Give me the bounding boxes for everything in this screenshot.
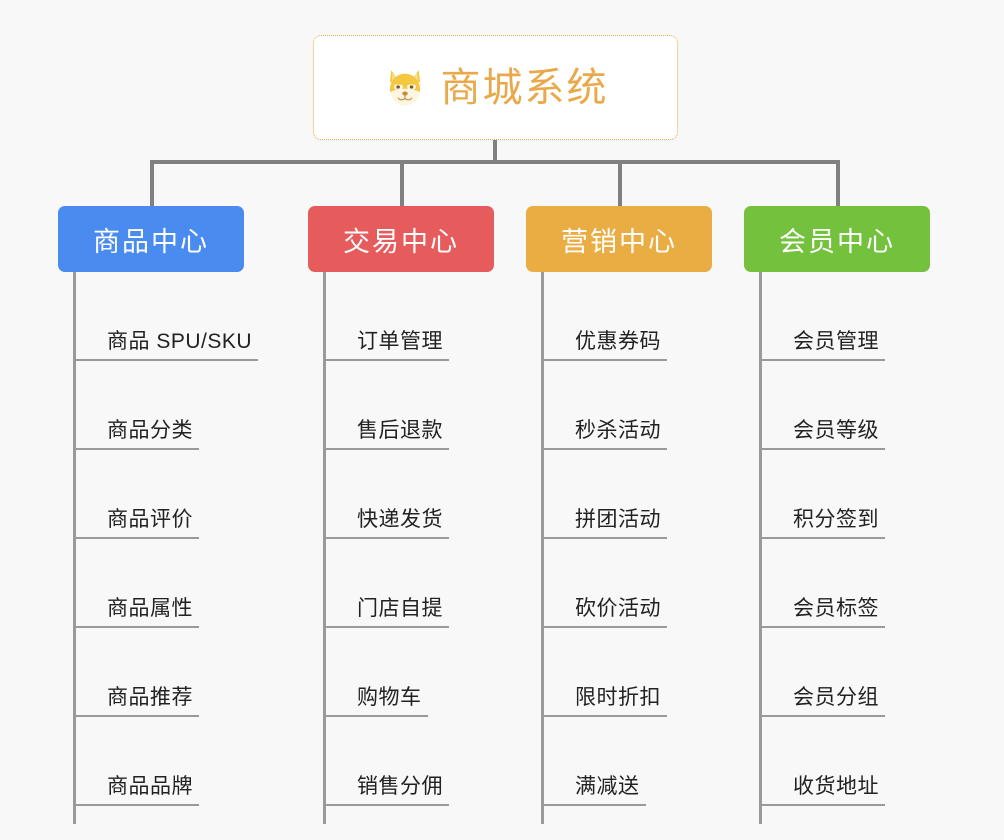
leaf-label: 购物车 [357,685,422,709]
branch-products: 商品中心 [58,206,258,272]
list-item[interactable]: 商品评价 [73,450,303,539]
branch-marketing: 营销中心 [526,206,726,272]
leaf-label: 快递发货 [357,507,443,531]
branch-head-marketing[interactable]: 营销中心 [526,206,712,272]
spine-marketing [541,272,544,824]
leaf-label: 优惠券码 [575,329,661,353]
branch-head-member[interactable]: 会员中心 [744,206,930,272]
leaf-label: 积分签到 [793,507,879,531]
leaf-label: 会员分组 [793,685,879,709]
dog-face-icon [383,66,427,110]
root-node-content: 商城系统 [383,66,609,110]
branch-head-label: 交易中心 [343,226,459,257]
leaf-label: 拼团活动 [575,507,661,531]
branch-trade: 交易中心 [308,206,508,272]
spine-member [759,272,762,824]
spine-products [73,272,76,824]
list-item[interactable]: 拼团活动 [541,450,771,539]
list-item[interactable]: 商品 SPU/SKU [73,272,303,361]
list-item[interactable]: 快递发货 [323,450,553,539]
root-node-card[interactable]: 商城系统 [313,35,678,140]
leaf-label: 商品 SPU/SKU [107,329,253,353]
leaf-label: 销售分佣 [357,774,443,798]
leaf-label: 商品推荐 [107,685,193,709]
list-item[interactable]: 会员管理 [759,272,989,361]
list-item[interactable]: 商品推荐 [73,628,303,717]
leaf-label: 商品属性 [107,596,193,620]
connector-drop-4 [836,160,840,208]
leaf-label: 砍价活动 [575,596,661,620]
connector-drop-1 [150,160,154,208]
leaf-list-marketing: 优惠券码 秒杀活动 拼团活动 砍价活动 限时折扣 满减送 [541,272,771,806]
branch-member: 会员中心 [744,206,944,272]
list-item[interactable]: 限时折扣 [541,628,771,717]
list-item[interactable]: 商品分类 [73,361,303,450]
branch-head-label: 商品中心 [93,226,209,257]
list-item[interactable]: 会员分组 [759,628,989,717]
list-item[interactable]: 优惠券码 [541,272,771,361]
leaf-label: 门店自提 [357,596,443,620]
leaf-label: 商品评价 [107,507,193,531]
connector-root-stem [493,140,497,164]
list-item[interactable]: 购物车 [323,628,553,717]
leaf-list-member: 会员管理 会员等级 积分签到 会员标签 会员分组 收货地址 [759,272,989,806]
leaf-label: 会员标签 [793,596,879,620]
list-item[interactable]: 商品品牌 [73,717,303,806]
branch-head-label: 会员中心 [779,226,895,257]
list-item[interactable]: 会员标签 [759,539,989,628]
leaf-label: 订单管理 [357,329,443,353]
leaf-label: 商品分类 [107,418,193,442]
leaf-label: 限时折扣 [575,685,661,709]
branch-head-label: 营销中心 [561,226,677,257]
spine-trade [323,272,326,824]
leaf-label: 售后退款 [357,418,443,442]
page-title: 商城系统 [440,65,609,110]
connector-drop-2 [400,160,404,208]
list-item[interactable]: 订单管理 [323,272,553,361]
connector-drop-3 [618,160,622,208]
branch-head-products[interactable]: 商品中心 [58,206,244,272]
leaf-label: 满减送 [575,774,640,798]
branch-head-trade[interactable]: 交易中心 [308,206,494,272]
list-item[interactable]: 积分签到 [759,450,989,539]
list-item[interactable]: 会员等级 [759,361,989,450]
list-item[interactable]: 门店自提 [323,539,553,628]
list-item[interactable]: 满减送 [541,717,771,806]
list-item[interactable]: 商品属性 [73,539,303,628]
list-item[interactable]: 秒杀活动 [541,361,771,450]
leaf-label: 商品品牌 [107,774,193,798]
list-item[interactable]: 售后退款 [323,361,553,450]
leaf-label: 会员等级 [793,418,879,442]
list-item[interactable]: 销售分佣 [323,717,553,806]
leaf-list-trade: 订单管理 售后退款 快递发货 门店自提 购物车 销售分佣 [323,272,553,806]
list-item[interactable]: 砍价活动 [541,539,771,628]
leaf-label: 收货地址 [793,774,879,798]
connector-horizontal-bus [150,160,838,164]
leaf-list-products: 商品 SPU/SKU 商品分类 商品评价 商品属性 商品推荐 商品品牌 [73,272,303,806]
list-item[interactable]: 收货地址 [759,717,989,806]
leaf-label: 秒杀活动 [575,418,661,442]
leaf-label: 会员管理 [793,329,879,353]
